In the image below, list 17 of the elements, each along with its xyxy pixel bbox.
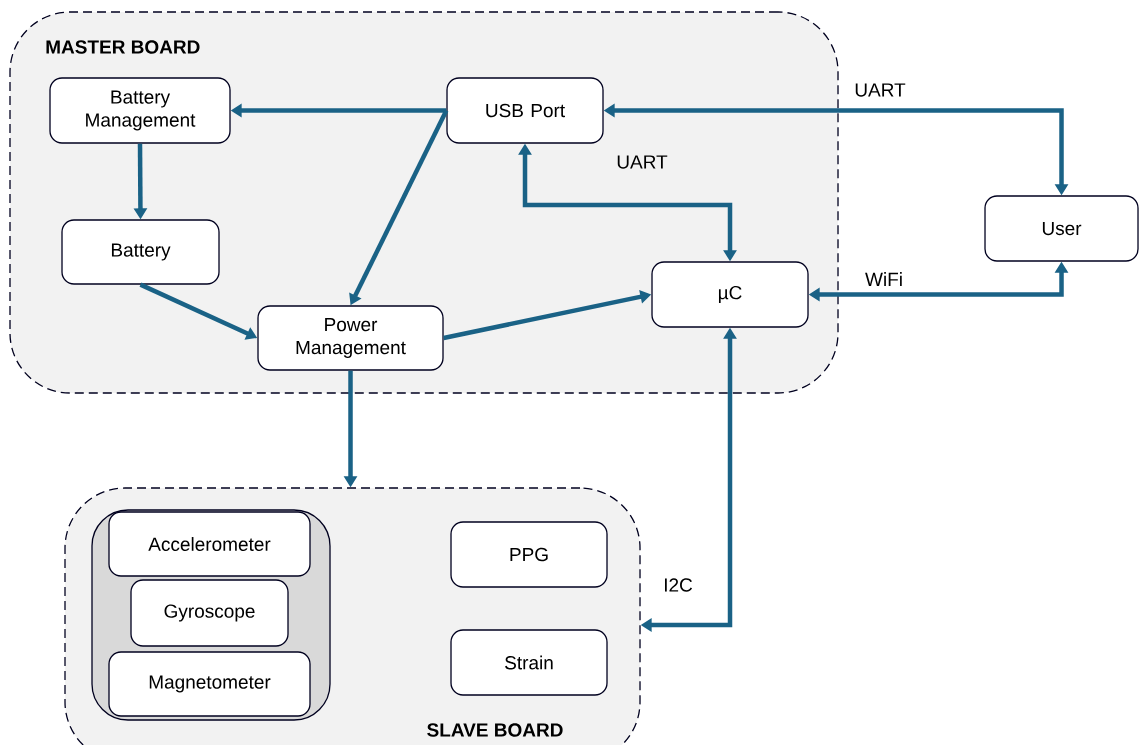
board-heading: SLAVE BOARD	[427, 723, 563, 737]
process-box: Battery Management	[49, 77, 231, 144]
process-box: µC	[651, 261, 809, 328]
process-box: Accelerometer	[108, 511, 311, 577]
edge-label: UART	[855, 83, 906, 97]
process-box: Power Management	[257, 305, 444, 371]
process-box: PPG	[450, 521, 608, 588]
edge-label: UART	[617, 155, 668, 169]
process-box: User	[984, 195, 1139, 262]
process-box: USB Port	[446, 77, 604, 144]
edge-label: I2C	[665, 578, 693, 592]
board-heading: MASTER BOARD	[46, 40, 200, 54]
process-box: Strain	[450, 629, 608, 696]
process-box: Magnetometer	[108, 651, 311, 717]
process-box: Gyroscope	[130, 579, 289, 647]
edge-label: WiFi	[865, 272, 902, 286]
process-box: Battery	[61, 219, 220, 285]
